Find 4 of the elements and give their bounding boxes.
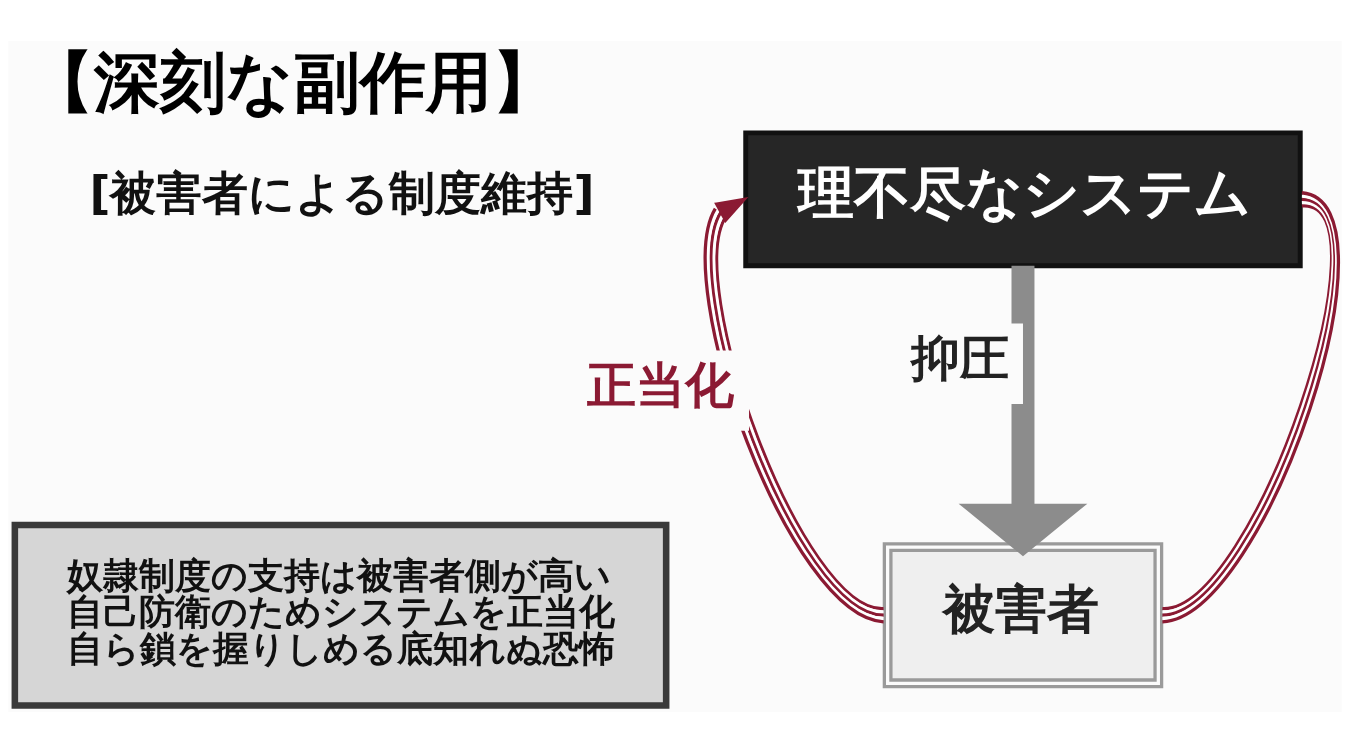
diagram-title: 【深刻な副作用】 xyxy=(27,43,558,120)
label: [被害者による制度維持] xyxy=(89,166,595,220)
edge-label: 正当化 xyxy=(587,356,735,415)
edge-label: 抑圧 xyxy=(910,329,1009,388)
